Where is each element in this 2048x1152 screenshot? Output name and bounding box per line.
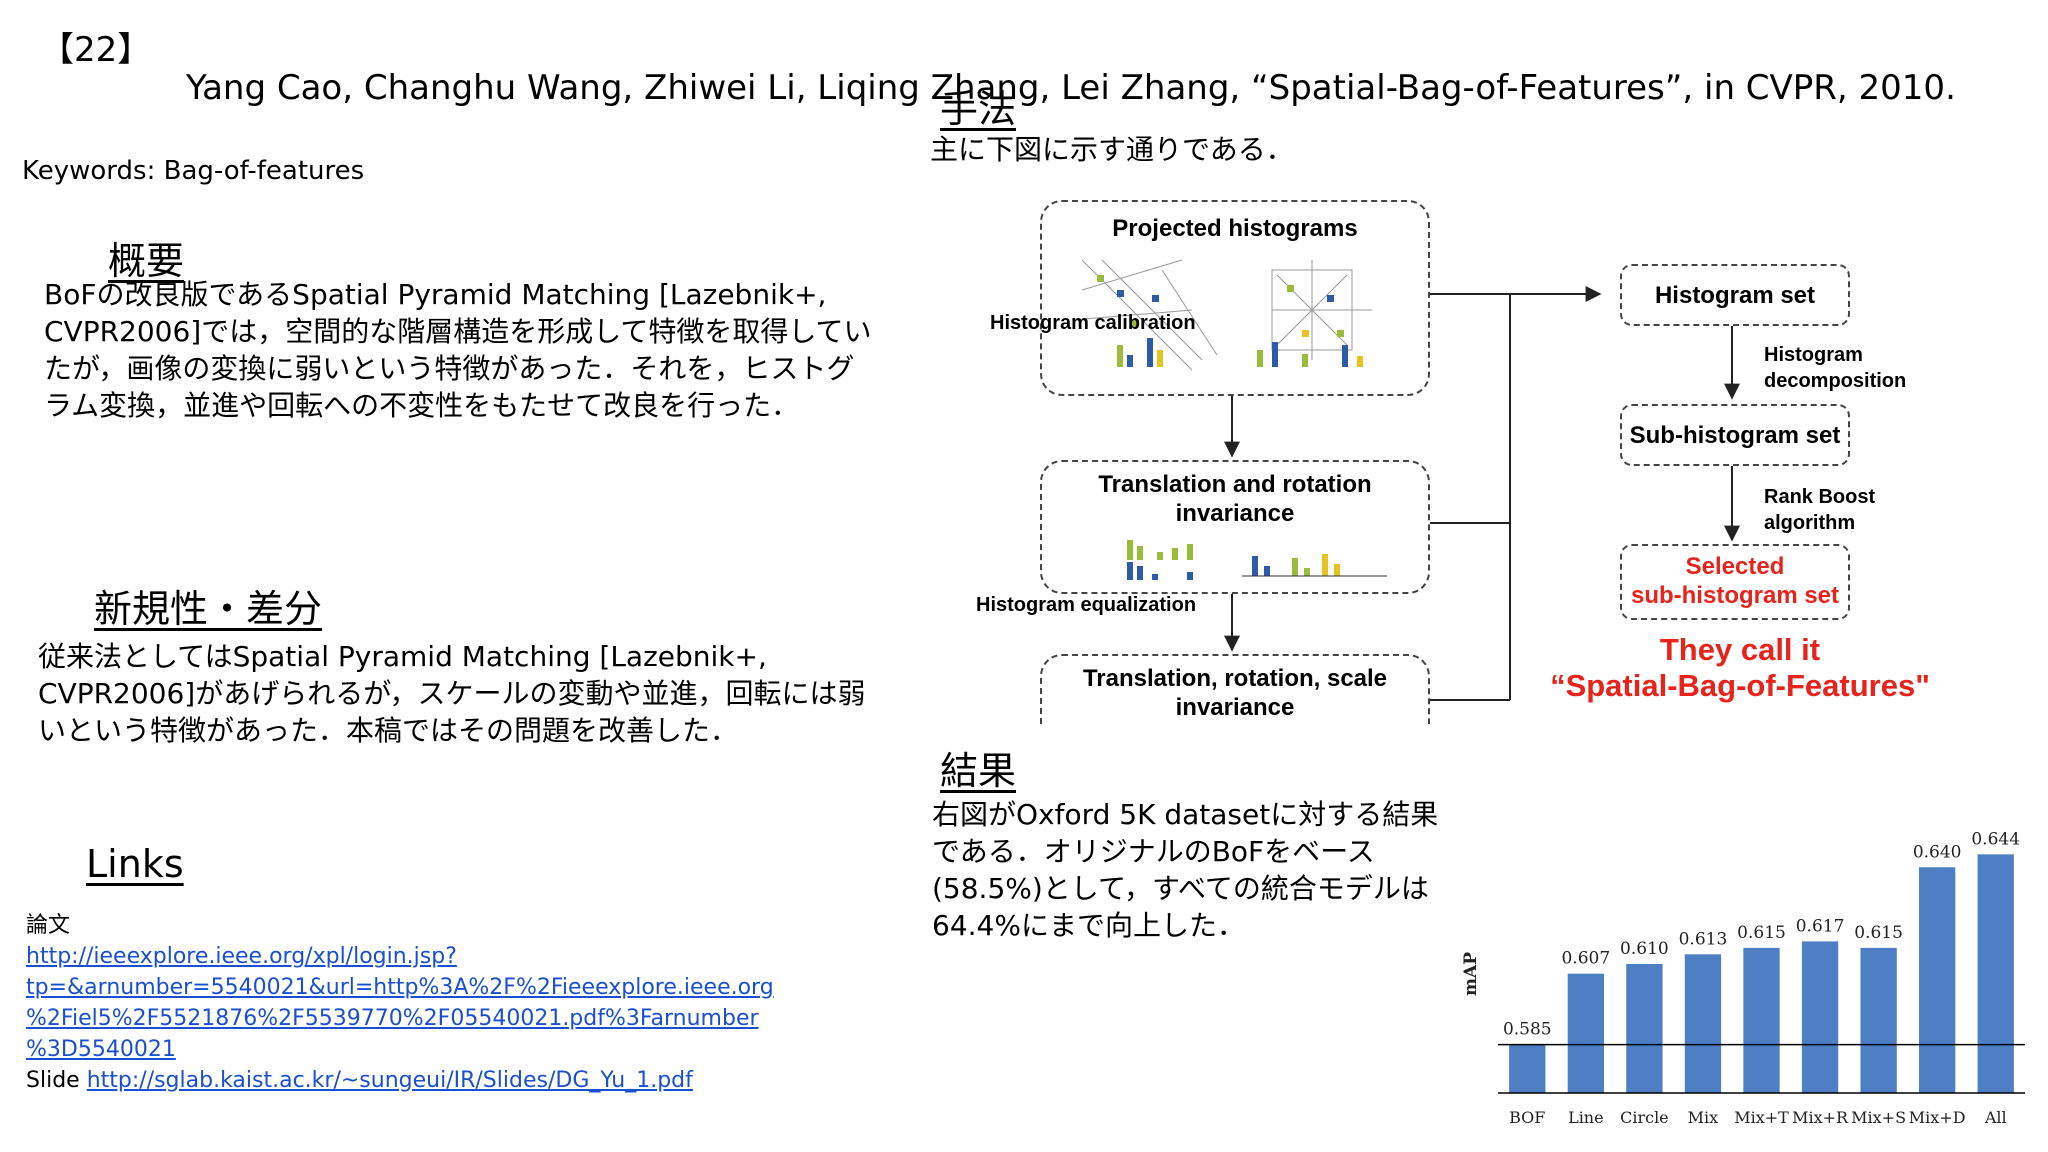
chart-bar xyxy=(1801,941,1839,1093)
chart-bar xyxy=(1743,947,1780,1093)
slide-link[interactable]: http://sglab.kaist.ac.kr/~sungeui/IR/Sli… xyxy=(86,1068,693,1093)
tagline-line: They call it xyxy=(1659,632,1821,667)
chart-bar xyxy=(1684,954,1722,1093)
slide-number: 【22】 xyxy=(40,30,152,70)
box-translation-rotation: Translation and rotation invariance xyxy=(1040,460,1430,594)
method-text: 主に下図に示す通りである． xyxy=(930,133,1294,166)
translation-rotation-graphic xyxy=(1127,540,1387,580)
box-selected-sub-histogram: Selected sub-histogram set xyxy=(1620,544,1850,620)
novelty-text: 従来法としてはSpatial Pyramid Matching [Lazebni… xyxy=(38,640,866,747)
paper-link-line: http://ieeexplore.ieee.org/xpl/login.jsp… xyxy=(26,944,457,969)
links-heading: Links xyxy=(86,842,184,886)
label-histogram-decomposition: Histogram decomposition xyxy=(1764,344,1907,392)
bar-value-label: 0.615 xyxy=(1737,923,1786,943)
box-projected-histograms: Projected histograms xyxy=(1040,200,1430,396)
chart-bar xyxy=(1977,854,2014,1093)
x-tick-label: Line xyxy=(1568,1108,1604,1127)
method-heading: 手法 xyxy=(940,87,1017,131)
x-tick-label: Mix xyxy=(1688,1108,1719,1127)
box-sub-histogram-set: Sub-histogram set xyxy=(1620,404,1850,466)
projected-histograms-graphic xyxy=(1071,259,1372,371)
diagram-connectors xyxy=(1224,286,1740,701)
overview-heading: 概要 xyxy=(108,239,185,283)
tagline-line: “Spatial-Bag-of-Features" xyxy=(1550,668,1930,703)
paper-link-line: tp=&arnumber=5540021&url=http%3A%2F%2Fie… xyxy=(26,975,774,1000)
bar-value-label: 0.617 xyxy=(1796,916,1845,936)
box-title-line: Selected xyxy=(1685,553,1785,580)
bar-value-label: 0.607 xyxy=(1561,949,1610,969)
result-heading: 結果 xyxy=(940,749,1017,793)
chart-bar xyxy=(1567,973,1604,1093)
paper-link-line: %3D5540021 xyxy=(26,1037,176,1062)
x-tick-label: Mix+S xyxy=(1851,1108,1906,1127)
box-scale-invariance: Translation, rotation, scale invariance xyxy=(1040,654,1430,724)
box-title: Translation and rotation invariance xyxy=(1098,471,1372,527)
bar-value-label: 0.610 xyxy=(1620,939,1669,959)
bar-value-label: 0.644 xyxy=(1971,829,2020,849)
chart-bar xyxy=(1919,867,1956,1093)
bar-value-label: 0.615 xyxy=(1854,923,1903,943)
paper-label: 論文 xyxy=(26,913,71,938)
label-histogram-calibration: Histogram calibration xyxy=(990,312,1196,334)
x-tick-label: All xyxy=(1984,1108,2007,1127)
paper-citation: Yang Cao, Changhu Wang, Zhiwei Li, Liqin… xyxy=(186,68,1956,108)
chart-bar xyxy=(1860,947,1897,1093)
x-tick-label: BOF xyxy=(1509,1108,1545,1127)
box-title: Translation, rotation, scale invariance xyxy=(1082,665,1388,721)
x-tick-label: Mix+R xyxy=(1792,1108,1849,1127)
keywords: Keywords: Bag-of-features xyxy=(22,156,365,186)
bar-value-label: 0.640 xyxy=(1913,842,1962,862)
chart-bar xyxy=(1509,1044,1546,1093)
paper-link-line: %2Fiel5%2F5521876%2F5539770%2F05540021.p… xyxy=(26,1006,759,1031)
slide-label: Slide xyxy=(26,1068,80,1093)
box-title-line: sub-histogram set xyxy=(1630,582,1840,609)
y-axis-label: mAP xyxy=(1461,952,1481,996)
x-tick-label: Mix+D xyxy=(1909,1108,1966,1127)
novelty-heading: 新規性・差分 xyxy=(94,587,323,631)
x-tick-label: Circle xyxy=(1620,1108,1669,1127)
box-title: Histogram set xyxy=(1654,282,1816,309)
bar-value-label: 0.613 xyxy=(1679,929,1728,949)
chart-bar xyxy=(1626,964,1663,1093)
label-histogram-equalization: Histogram equalization xyxy=(976,594,1197,616)
links-block: 論文 http://ieeexplore.ieee.org/xpl/login.… xyxy=(26,910,774,1096)
tagline: They call it “Spatial-Bag-of-Features" xyxy=(1520,632,1960,704)
x-tick-label: Mix+T xyxy=(1734,1108,1789,1127)
overview-text: BoFの改良版であるSpatial Pyramid Matching [Laze… xyxy=(44,278,872,422)
paper-link[interactable]: http://ieeexplore.ieee.org/xpl/login.jsp… xyxy=(26,944,774,1062)
box-title: Projected histograms xyxy=(1112,215,1358,242)
method-diagram: Projected histograms H xyxy=(960,188,1970,724)
result-text: 右図がOxford 5K datasetに対する結果である．オリジナルのBoFを… xyxy=(932,798,1439,942)
box-title: Sub-histogram set xyxy=(1629,422,1841,449)
bar-value-label: 0.585 xyxy=(1503,1020,1552,1040)
label-rank-boost: Rank Boost algorithm xyxy=(1764,486,1876,534)
box-histogram-set: Histogram set xyxy=(1620,264,1850,326)
